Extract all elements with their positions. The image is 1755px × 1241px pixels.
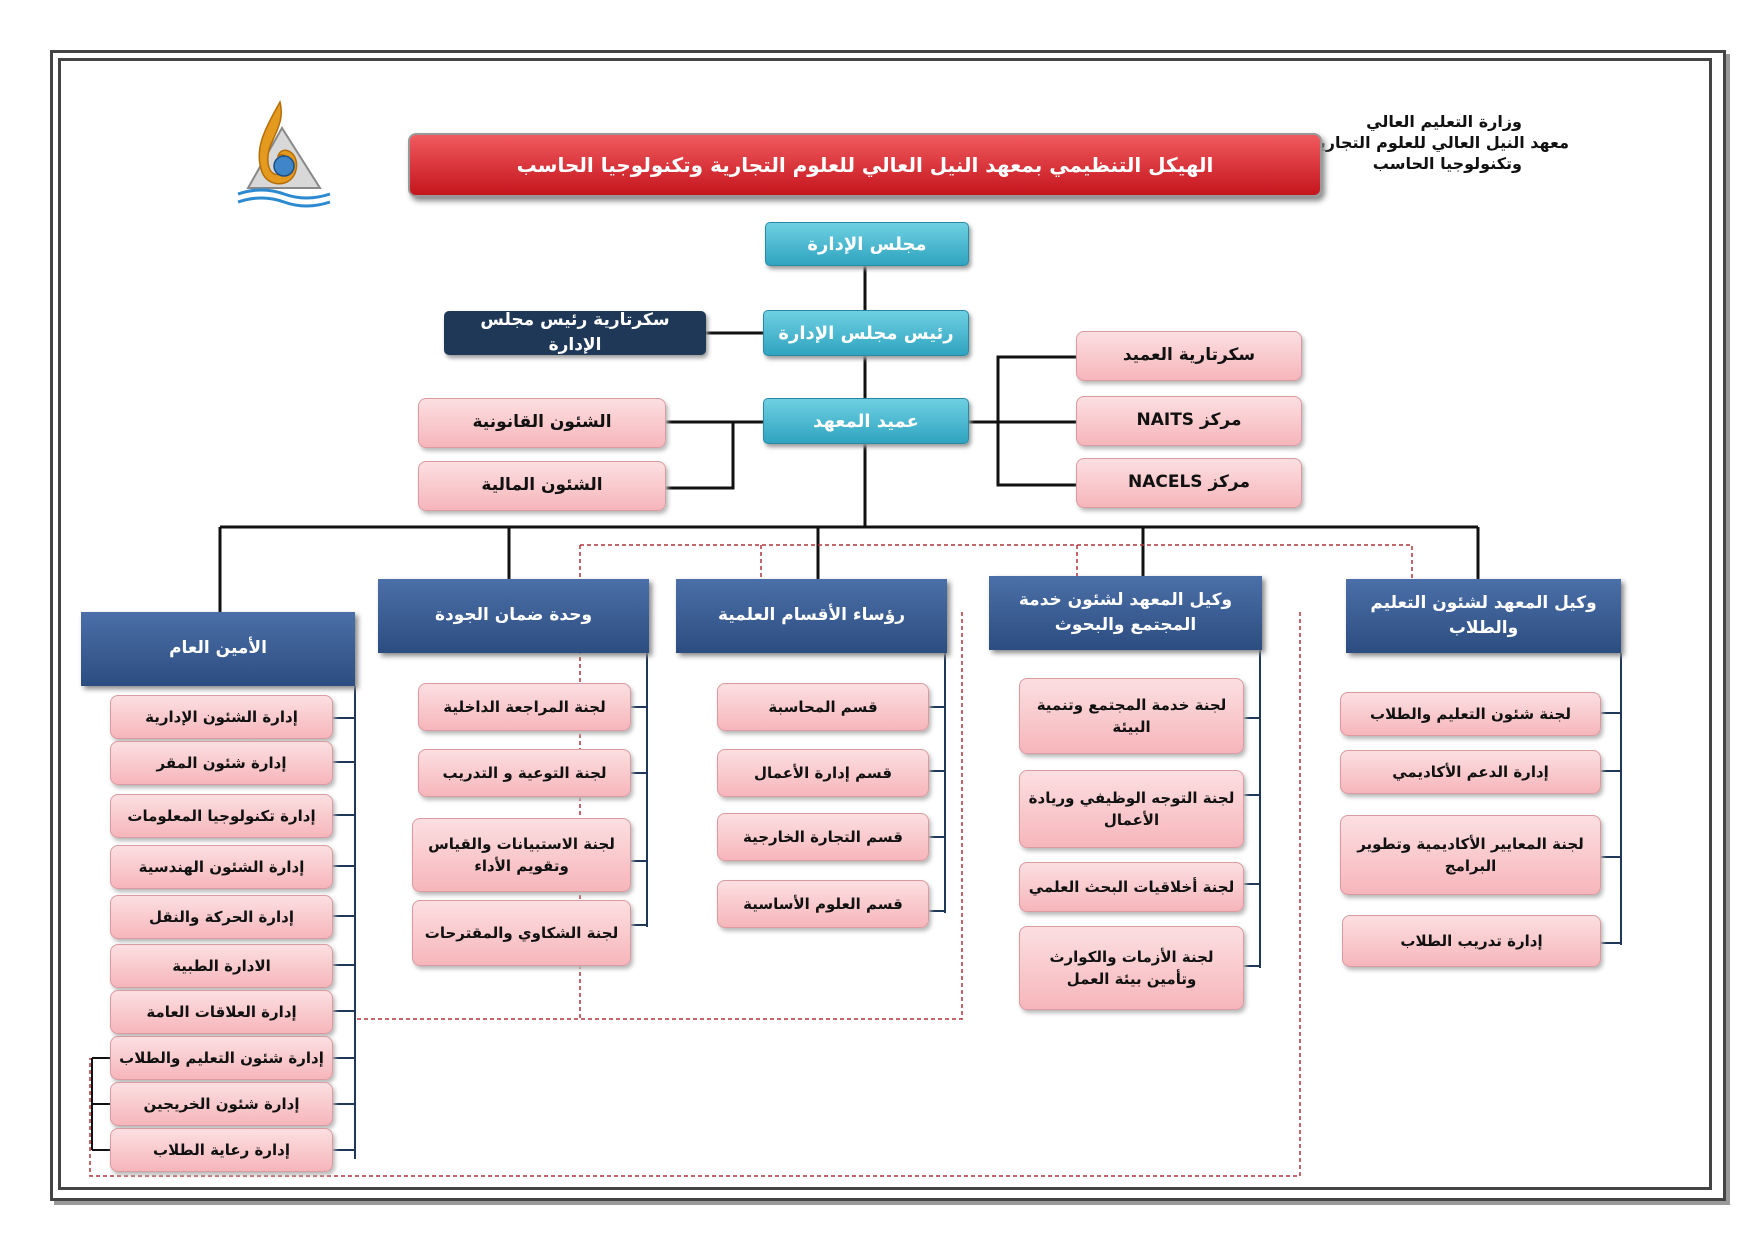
column-head-departments: رؤساء الأقسام العلمية xyxy=(676,579,947,653)
secretary-general-item: إدارة الشئون الإدارية xyxy=(110,695,333,739)
chart-title: الهيكل التنظيمي بمعهد النيل العالي للعلو… xyxy=(408,133,1322,197)
institute-name-line1: معهد النيل العالي للعلوم التجارية xyxy=(1310,132,1569,152)
institute-header: وزارة التعليم العالي معهد النيل العالي ل… xyxy=(1209,112,1569,174)
department-item: قسم العلوم الأساسية xyxy=(717,880,929,928)
community-item: لجنة خدمة المجتمع وتنمية البيئة xyxy=(1019,678,1244,754)
students-item: لجنة شئون التعليم والطلاب xyxy=(1340,692,1601,736)
students-item: إدارة تدريب الطلاب xyxy=(1342,915,1601,967)
nacels-center-box: مركز NACELS xyxy=(1076,458,1302,508)
department-item: قسم إدارة الأعمال xyxy=(717,749,929,797)
students-item: إدارة الدعم الأكاديمي xyxy=(1340,750,1601,794)
secretary-general-item: إدارة تكنولوجيا المعلومات xyxy=(110,794,333,838)
column-head-community: وكيل المعهد لشئون خدمة المجتمع والبحوث xyxy=(989,576,1262,650)
department-item: قسم التجارة الخارجية xyxy=(717,813,929,861)
institute-logo-icon xyxy=(237,100,331,208)
quality-item: لجنة التوعية و التدريب xyxy=(418,749,631,797)
secretary-general-item: إدارة شئون الخريجين xyxy=(110,1082,333,1126)
inner-frame xyxy=(58,58,1712,1190)
secretary-general-item: إدارة شئون المقر xyxy=(110,741,333,785)
dean-secretary-box: سكرتارية العميد xyxy=(1076,331,1302,381)
secretary-general-item: إدارة الشئون الهندسية xyxy=(110,845,333,889)
chair-secretary-box: سكرتارية رئيس مجلس الإدارة xyxy=(444,310,706,355)
financial-affairs-box: الشئون المالية xyxy=(418,461,666,511)
ministry-name: وزارة التعليم العالي xyxy=(1366,112,1522,131)
quality-item: لجنة الشكاوي والمقترحات xyxy=(412,900,631,966)
community-item: لجنة الأزمات والكوارث وتأمين بيئة العمل xyxy=(1019,926,1244,1010)
board-chair-box: رئيس مجلس الإدارة xyxy=(763,310,969,356)
outer-frame xyxy=(50,50,1726,1201)
board-box: مجلس الإدارة xyxy=(765,222,969,266)
secretary-general-item: إدارة العلاقات العامة xyxy=(110,990,333,1034)
secretary-general-item: الادارة الطبية xyxy=(110,944,333,988)
legal-affairs-box: الشئون القانونية xyxy=(418,398,666,448)
secretary-general-item: إدارة الحركة والنقل xyxy=(110,895,333,939)
column-head-quality: وحدة ضمان الجودة xyxy=(378,579,649,653)
community-item: لجنة أخلاقيات البحث العلمي xyxy=(1019,862,1244,912)
column-head-secretary-general: الأمين العام xyxy=(81,612,355,686)
community-item: لجنة التوجه الوظيفي وريادة الأعمال xyxy=(1019,770,1244,848)
column-head-students: وكيل المعهد لشئون التعليم والطلاب xyxy=(1346,579,1621,653)
institute-name-line2: وتكنولوجيا الحاسب xyxy=(1372,153,1522,173)
secretary-general-item: إدارة شئون التعليم والطلاب xyxy=(110,1036,333,1080)
department-item: قسم المحاسبة xyxy=(717,683,929,731)
students-item: لجنة المعايير الأكاديمية وتطوير البرامج xyxy=(1340,815,1601,895)
secretary-general-item: إدارة رعاية الطلاب xyxy=(110,1128,333,1172)
naits-center-box: مركز NAITS xyxy=(1076,396,1302,446)
quality-item: لجنة المراجعة الداخلية xyxy=(418,683,631,731)
dean-box: عميد المعهد xyxy=(763,398,969,444)
quality-item: لجنة الاستبيانات والقياس وتقويم الأداء xyxy=(412,818,631,892)
